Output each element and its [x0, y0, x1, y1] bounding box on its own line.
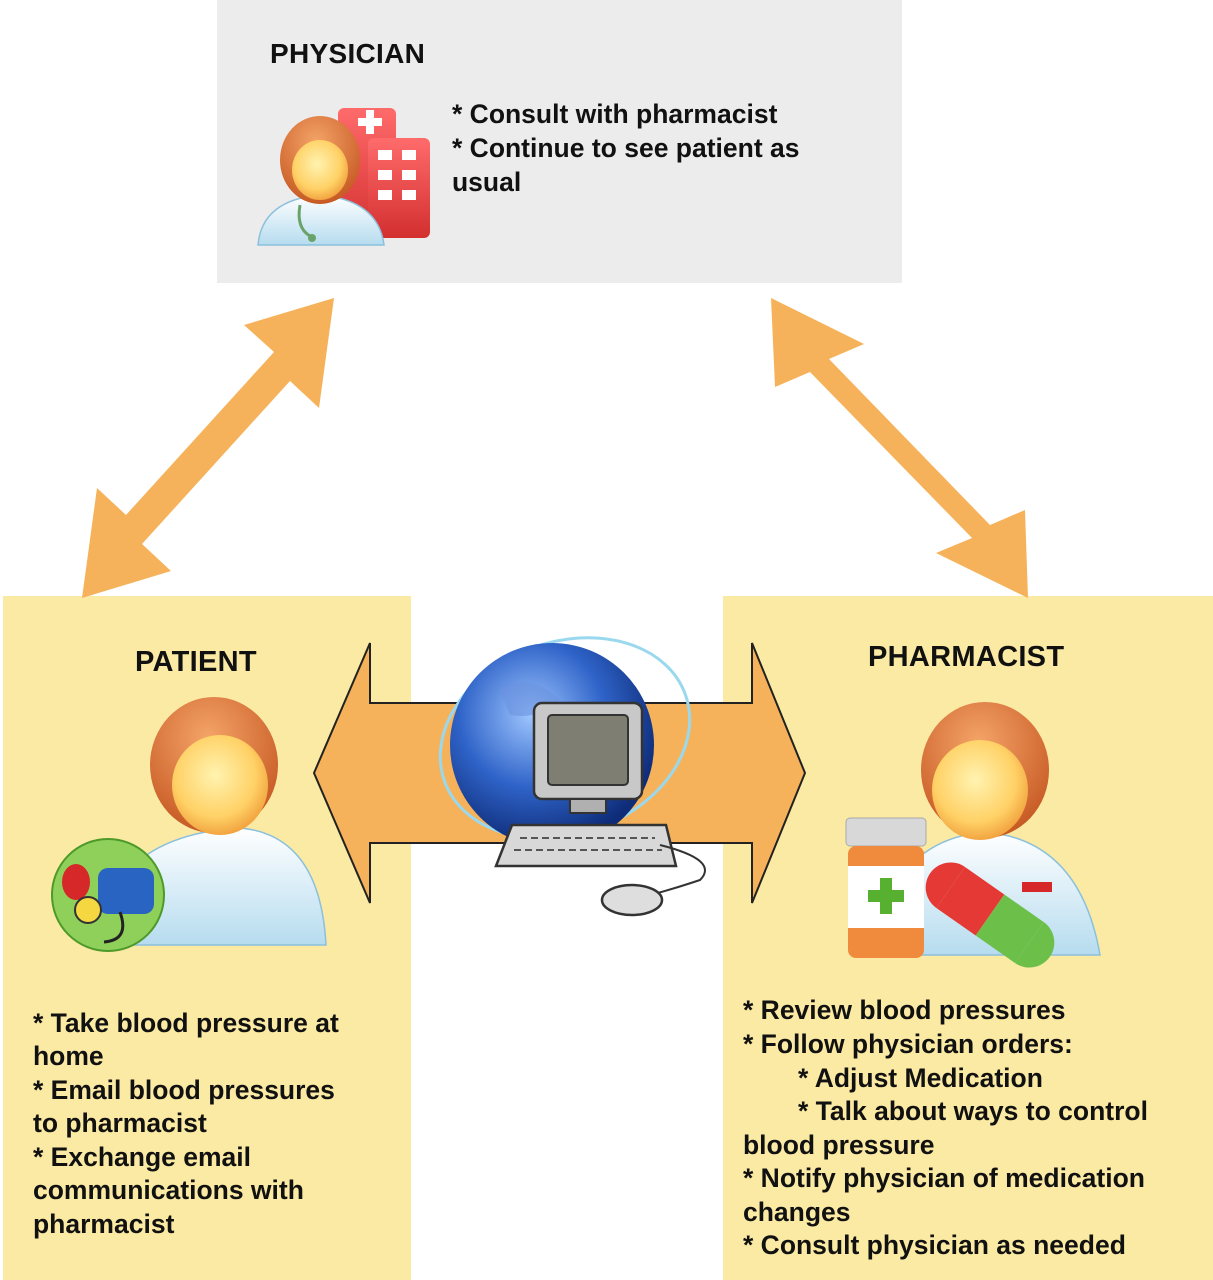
patient-line: * Email blood pressures	[33, 1075, 335, 1105]
patient-line: pharmacist	[33, 1209, 175, 1239]
monitor-icon	[532, 701, 644, 814]
pharmacist-line: * Follow physician orders:	[743, 1029, 1073, 1059]
pharmacist-title: PHARMACIST	[868, 641, 1065, 673]
pharmacist-line: blood pressure	[743, 1130, 935, 1160]
pharmacist-icon	[845, 702, 1101, 968]
medicine-bottle-icon	[845, 817, 927, 958]
patient-line: home	[33, 1041, 104, 1071]
pharmacist-line: * Adjust Medication	[798, 1063, 1043, 1093]
physician-icon	[257, 108, 430, 246]
patient-line: * Exchange email	[33, 1142, 251, 1172]
pharmacist-line: * Review blood pressures	[743, 995, 1066, 1025]
pharmacist-line: * Notify physician of medication	[743, 1163, 1145, 1193]
pill-capsule-icon	[925, 862, 1055, 968]
pharmacist-line: * Talk about ways to control	[798, 1096, 1148, 1126]
pharmacist-physician-arrow	[771, 298, 1028, 598]
pharmacist-line: changes	[743, 1197, 851, 1227]
physician-line: * Consult with pharmacist	[452, 99, 778, 129]
physician-title: PHYSICIAN	[270, 38, 426, 69]
blood-pressure-cuff-icon	[51, 838, 165, 952]
mouse-icon	[600, 883, 664, 917]
patient-title: PATIENT	[135, 646, 257, 678]
patient-physician-arrow	[82, 298, 334, 598]
pharmacist-line: * Consult physician as needed	[743, 1230, 1126, 1260]
patient-line: communications with	[33, 1175, 304, 1205]
physician-line: * Continue to see patient as	[452, 133, 800, 163]
physician-line: usual	[452, 167, 522, 197]
keyboard-icon	[494, 823, 678, 868]
computer-globe-icon	[438, 636, 706, 917]
patient-line: to pharmacist	[33, 1108, 207, 1138]
patient-line: * Take blood pressure at	[33, 1008, 339, 1038]
patient-icon	[51, 697, 327, 952]
